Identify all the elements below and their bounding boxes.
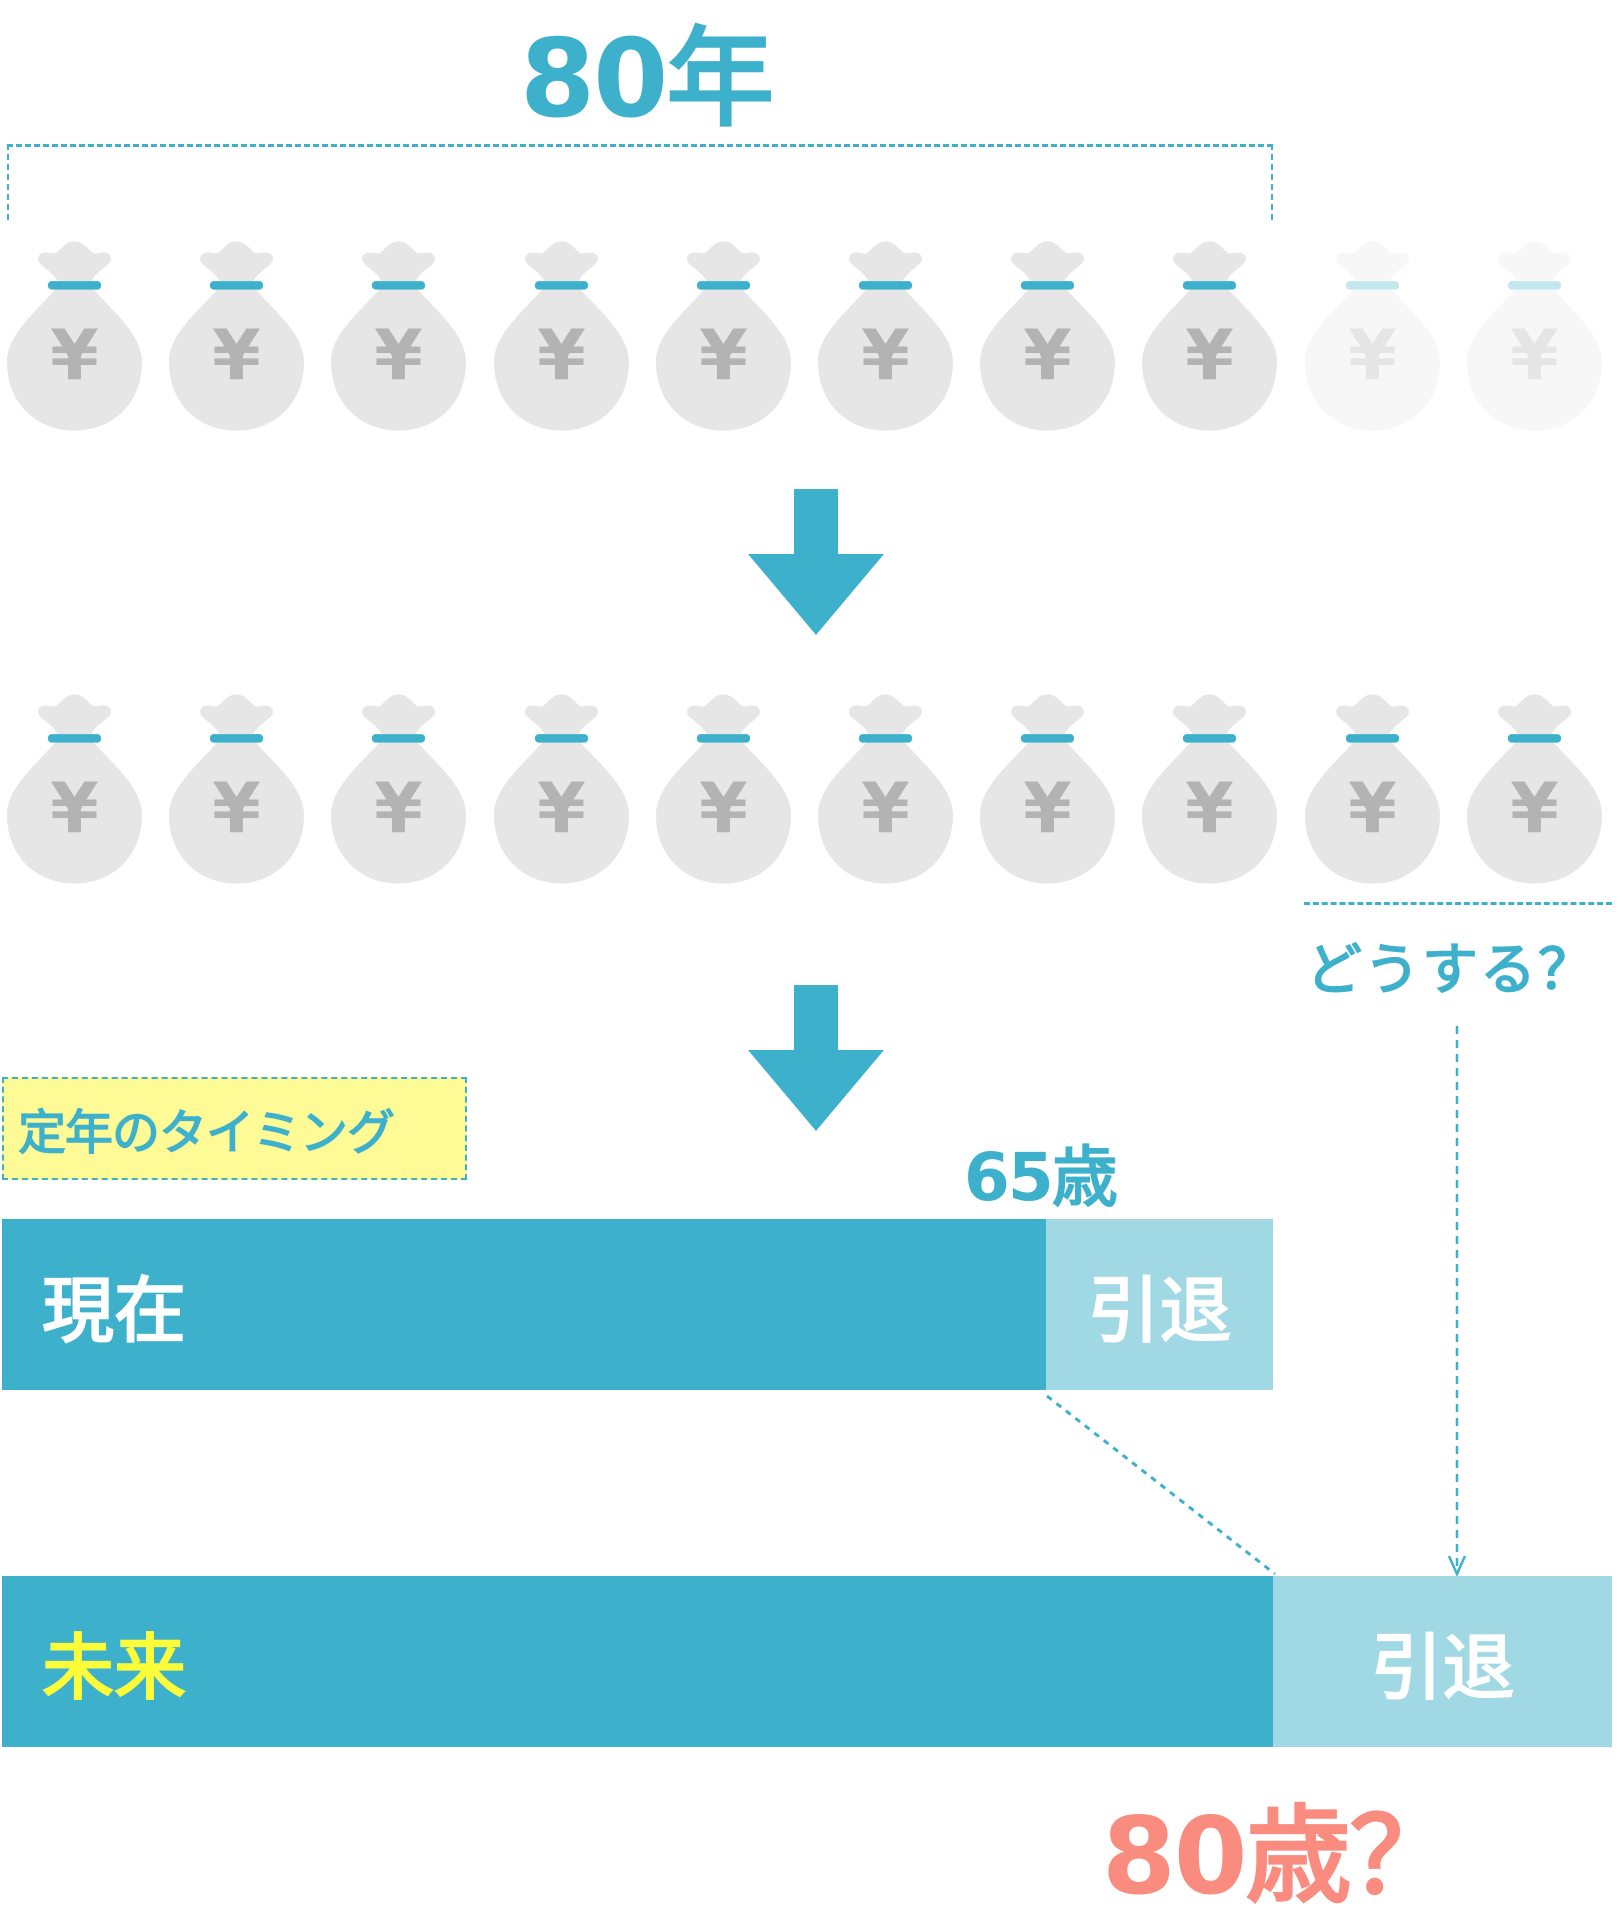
yen-symbol: ¥	[375, 768, 424, 849]
money-bag-icon: ¥	[1466, 694, 1602, 884]
yen-symbol: ¥	[1510, 315, 1559, 396]
money-bag-icon: ¥	[1142, 694, 1278, 884]
down-arrow-icon	[748, 489, 884, 635]
future-retirement-bar: 引退	[1273, 1576, 1612, 1747]
yen-symbol: ¥	[212, 315, 261, 396]
yen-symbol: ¥	[1023, 768, 1072, 849]
money-bag-icon: ¥	[1142, 241, 1278, 431]
yen-symbol: ¥	[1510, 768, 1559, 849]
yen-symbol: ¥	[537, 315, 586, 396]
yen-symbol: ¥	[1186, 768, 1235, 849]
yen-symbol: ¥	[1023, 315, 1072, 396]
money-bag-icon: ¥	[331, 241, 467, 431]
money-bag-icon: ¥	[169, 694, 305, 884]
money-bag-icon: ¥	[493, 694, 629, 884]
current-working-bar: 現在	[2, 1219, 1046, 1390]
current-retire-label: 引退	[1087, 1269, 1232, 1353]
yen-symbol: ¥	[375, 315, 424, 396]
money-bag-faded-icon: ¥	[1466, 241, 1602, 431]
yen-symbol: ¥	[861, 768, 910, 849]
future-retire-label: 引退	[1370, 1626, 1515, 1710]
yen-symbol: ¥	[699, 315, 748, 396]
down-arrow-icon	[748, 985, 884, 1131]
money-bag-faded-icon: ¥	[1304, 241, 1440, 431]
question-divider	[1304, 902, 1612, 905]
yen-symbol: ¥	[699, 768, 748, 849]
shift-connector-line	[1046, 1394, 1276, 1576]
yen-symbol: ¥	[1348, 315, 1397, 396]
yen-symbol: ¥	[50, 768, 99, 849]
current-label: 現在	[42, 1269, 187, 1353]
money-bag-icon: ¥	[169, 241, 305, 431]
money-bag-icon: ¥	[655, 241, 791, 431]
money-bag-row-before: ¥ ¥ ¥ ¥ ¥ ¥ ¥ ¥ ¥ ¥	[0, 241, 1622, 431]
money-bag-row-after: ¥ ¥ ¥ ¥ ¥ ¥ ¥ ¥ ¥ ¥	[0, 694, 1622, 884]
money-bag-icon: ¥	[493, 241, 629, 431]
question-text: どうする？	[1306, 938, 1596, 1003]
money-bag-icon: ¥	[1304, 694, 1440, 884]
money-bag-icon: ¥	[7, 694, 142, 884]
yen-symbol: ¥	[50, 315, 99, 396]
future-label: 未来	[42, 1626, 187, 1710]
money-bag-icon: ¥	[980, 241, 1116, 431]
age-80-question: 80歳？	[1102, 1795, 1456, 1918]
money-bag-icon: ¥	[7, 241, 142, 431]
yen-symbol: ¥	[1186, 315, 1235, 396]
lifespan-bracket	[7, 144, 1273, 220]
dashed-down-arrow-icon	[1447, 1026, 1467, 1578]
money-bag-icon: ¥	[331, 694, 467, 884]
current-retirement-bar: 引退	[1046, 1219, 1273, 1390]
retirement-timing-label: 定年のタイミング	[2, 1077, 467, 1180]
yen-symbol: ¥	[537, 768, 586, 849]
money-bag-icon: ¥	[655, 694, 791, 884]
money-bag-icon: ¥	[818, 694, 953, 884]
yen-symbol: ¥	[861, 315, 910, 396]
money-bag-icon: ¥	[818, 241, 953, 431]
money-bag-icon: ¥	[980, 694, 1116, 884]
title-80-years: 80年	[520, 17, 774, 142]
age-65-label: 65歳	[964, 1139, 1118, 1216]
yen-symbol: ¥	[212, 768, 261, 849]
future-working-bar: 未来	[2, 1576, 1273, 1747]
yen-symbol: ¥	[1348, 768, 1397, 849]
